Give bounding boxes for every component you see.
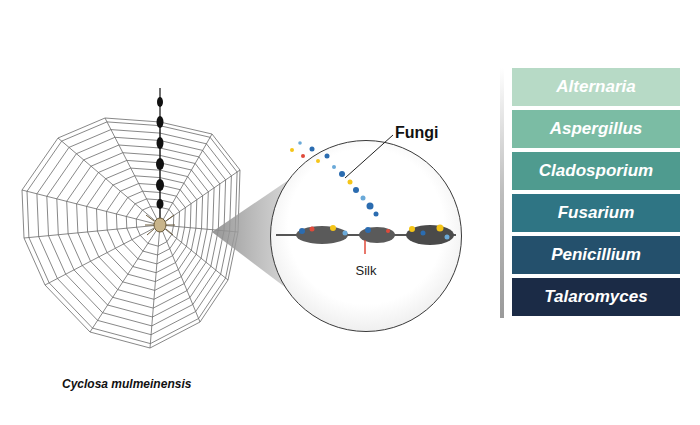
genus-name: Penicillium (551, 245, 641, 265)
genus-name: Talaromyces (544, 287, 647, 307)
web-spoke (24, 225, 160, 238)
genus-name: Alternaria (556, 77, 635, 97)
genus-band: Penicillium (512, 236, 680, 274)
genus-band: Aspergillus (512, 110, 680, 148)
web-spiral (67, 153, 214, 308)
web-spiral (27, 122, 237, 344)
silk-label: Silk (271, 263, 461, 278)
web-spiral (77, 160, 209, 299)
web-spiral (97, 176, 197, 282)
genus-band: Talaromyces (512, 278, 680, 316)
web-frame (22, 118, 240, 348)
genus-band: Alternaria (512, 68, 680, 106)
genus-name: Fusarium (558, 203, 635, 223)
web-spoke (105, 118, 160, 225)
genus-band: Cladosporium (512, 152, 680, 190)
genus-band: Fusarium (512, 194, 680, 232)
species-name: Cyclosa mulmeinensis (62, 377, 191, 391)
web-spiral (136, 207, 174, 247)
spider-web (22, 118, 240, 348)
web-spiral (87, 168, 203, 290)
web-spiral (126, 199, 179, 255)
group-bracket (500, 68, 504, 318)
genus-name: Cladosporium (539, 161, 653, 181)
magnifier-circle: Silk (270, 140, 462, 332)
web-spiral (37, 130, 232, 335)
fungi-label: Fungi (395, 124, 439, 142)
web-spiral (116, 191, 185, 264)
spider (145, 215, 175, 235)
web-spiral (107, 184, 192, 273)
web-spiral (57, 145, 220, 317)
web-spoke (58, 138, 160, 225)
web-spoke (160, 225, 200, 322)
web-spoke (150, 225, 160, 348)
web-spiral (47, 137, 226, 326)
genus-name: Aspergillus (550, 119, 643, 139)
stabilimentum (156, 88, 164, 218)
